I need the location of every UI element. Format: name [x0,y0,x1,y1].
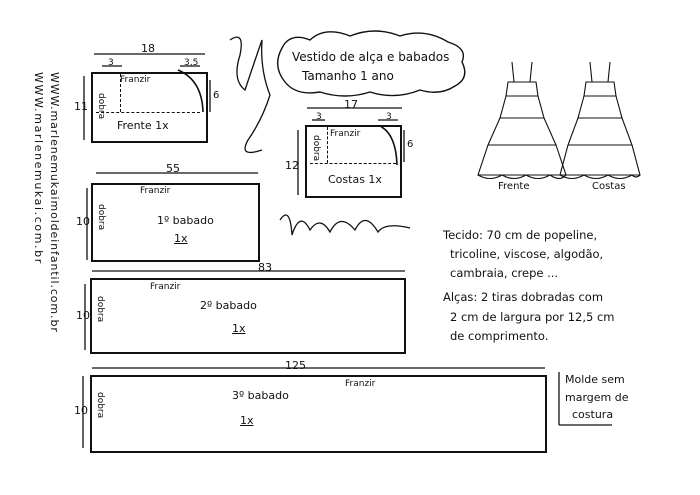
margin-note-line-3[interactable]: costura [572,408,614,421]
frente-height-dim[interactable]: 11 [74,100,88,113]
title-line-2[interactable]: Tamanho 1 ano [302,69,394,83]
notes-tecido-line-1[interactable]: Tecido: 70 cm de popeline, [443,228,598,242]
babado1-width-dim[interactable]: 55 [166,162,180,175]
babado1-piece[interactable] [91,183,260,262]
costas-width-dim[interactable]: 17 [344,98,358,111]
notes-alcas-line-3[interactable]: de comprimento. [450,329,549,343]
illustration-front-label[interactable]: Frente [498,181,530,192]
babado2-franzir[interactable]: Franzir [150,282,181,292]
babado1-height-dim[interactable]: 10 [76,215,90,228]
costas-label[interactable]: Costas 1x [328,173,382,186]
margin-note-line-2[interactable]: margem de [565,391,629,404]
babado3-piece[interactable] [90,375,547,453]
frente-width-dim[interactable]: 18 [141,42,155,55]
costas-piece[interactable] [305,125,402,198]
babado3-dobra[interactable]: dobra [95,392,105,419]
notes-tecido-line-3[interactable]: cambraia, crepe ... [450,266,559,280]
frente-label[interactable]: Frente 1x [117,119,169,132]
babado1-dobra[interactable]: dobra [96,204,106,231]
babado1-label[interactable]: 1º babado [157,214,214,227]
frente-side-dim[interactable]: 6 [213,90,220,101]
babado3-width-dim[interactable]: 125 [285,359,306,372]
frente-left-dim[interactable]: 3 [108,58,114,68]
frente-dash-v[interactable] [120,74,121,112]
frente-piece[interactable] [91,72,208,143]
notes-alcas-line-1[interactable]: Alças: 2 tiras dobradas com [443,290,604,304]
babado3-height-dim[interactable]: 10 [74,404,88,417]
notes-tecido-line-2[interactable]: tricoline, viscose, algodão, [450,247,604,261]
babado3-label[interactable]: 3º babado [232,389,289,402]
costas-height-dim[interactable]: 12 [285,159,299,172]
frente-dobra[interactable]: dobra [96,93,106,120]
costas-franzir[interactable]: Franzir [330,129,361,139]
babado2-label[interactable]: 2º babado [200,299,257,312]
babado1-franzir[interactable]: Franzir [140,186,171,196]
title-line-1[interactable]: Vestido de alça e babados [292,50,450,64]
babado2-height-dim[interactable]: 10 [76,309,90,322]
dress-illustration [477,61,641,180]
frente-dash-h[interactable] [96,112,200,113]
frente-franzir[interactable]: Franzir [120,75,151,85]
costas-dash-v[interactable] [327,127,328,163]
babado1-qty[interactable]: 1x [174,232,188,245]
babado3-franzir[interactable]: Franzir [345,379,376,389]
costas-dash-h[interactable] [310,163,396,164]
babado3-qty[interactable]: 1x [240,414,254,427]
babado2-qty[interactable]: 1x [232,322,246,335]
costas-side-dim[interactable]: 6 [407,139,414,150]
costas-left-dim[interactable]: 3 [316,112,322,122]
babado2-dobra[interactable]: dobra [95,296,105,323]
notes-alcas-line-2[interactable]: 2 cm de largura por 12,5 cm [450,310,615,324]
costas-dobra[interactable]: dobra [311,135,321,162]
margin-note-line-1[interactable]: Molde sem [565,373,625,386]
costas-right-dim[interactable]: 3 [386,112,392,122]
babado2-width-dim[interactable]: 83 [258,261,272,274]
babado2-piece[interactable] [90,278,406,354]
illustration-back-label[interactable]: Costas [592,181,626,192]
frente-right-dim[interactable]: 3,5 [184,58,199,68]
